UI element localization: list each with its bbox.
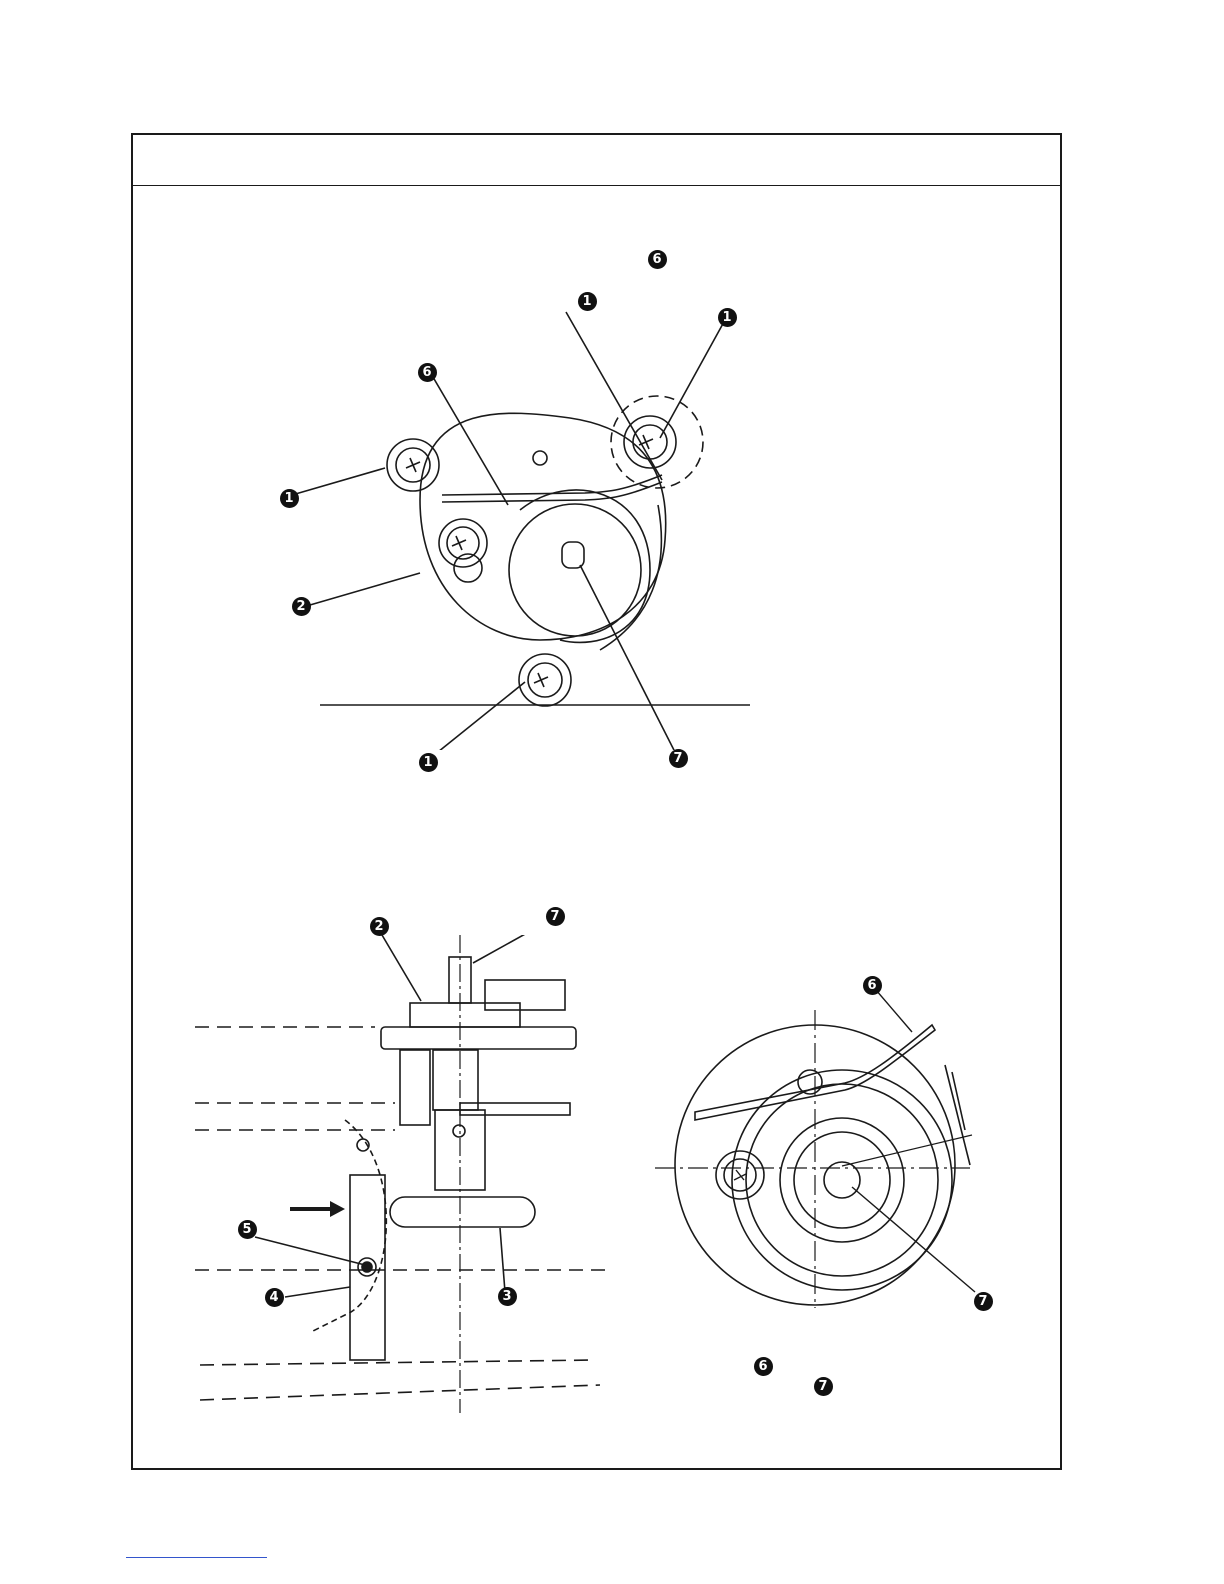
figure-side-view <box>195 935 615 1415</box>
footer-link-underline[interactable] <box>126 1557 267 1558</box>
callout-bracket-screw: 5 <box>238 1220 257 1239</box>
callout-spring-top: 6 <box>648 250 667 269</box>
callout-spring-note: 6 <box>754 1357 773 1376</box>
callout-shaft-bobbin: 7 <box>974 1292 993 1311</box>
callout-shaft-note: 7 <box>814 1377 833 1396</box>
callout-screw-bottom: 1 <box>419 753 438 772</box>
header-band <box>133 135 1060 186</box>
callout-screw-left: 1 <box>280 489 299 508</box>
callout-plate-side: 2 <box>370 917 389 936</box>
callout-bracket: 4 <box>265 1288 284 1307</box>
callout-shaft-bottom: 7 <box>669 749 688 768</box>
callout-spring-bobbin: 6 <box>863 976 882 995</box>
callout-handle: 3 <box>498 1287 517 1306</box>
callout-shaft-side: 7 <box>546 907 565 926</box>
callout-screw-top-right: 1 <box>718 308 737 327</box>
figure-top-cover-plate <box>270 290 770 750</box>
figure-bobbin-view <box>650 990 990 1310</box>
callout-spring-upper-left: 6 <box>418 363 437 382</box>
callout-plate-left: 2 <box>292 597 311 616</box>
callout-screw-top-center: 1 <box>578 292 597 311</box>
